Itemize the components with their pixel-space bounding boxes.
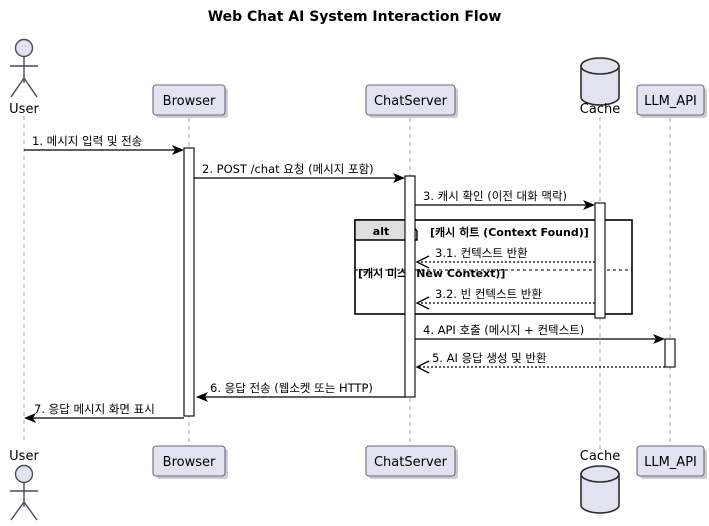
message-7-arrowhead [24,413,36,423]
participant-llm-api-top[interactable]: LLM_API [636,84,707,118]
message-3-2-label: 3.2. 빈 컨텍스트 반환 [435,287,542,301]
alt-fragment-border [354,219,633,315]
activation-browser [183,147,195,417]
message-2: 2. POST /chat 요청 (메시지 포함) [194,162,405,183]
message-1-arrowhead [172,145,184,155]
participant-box-llm-api-top[interactable] [636,84,705,116]
participant-label-user-bottom: User [9,449,39,464]
alt-fragment-operator-label: alt [373,225,389,238]
alt-fragment: alt [캐시 히트 (Context Found)] [캐시 미스 (New … [354,219,633,315]
participant-label-browser-bottom: Browser [163,455,216,470]
participant-box-chatserver-top[interactable] [365,84,456,116]
participant-label-user-top: User [9,102,39,117]
message-3: 3. 캐시 확인 (이전 대화 맥락) [415,189,595,210]
actor-leg-left-icon [10,501,25,521]
participant-label-chatserver-bottom: ChatServer [374,455,448,470]
actor-leg-left-icon [10,77,25,98]
alt-fragment-tab [354,219,418,241]
participant-cache-top[interactable]: Cache [580,57,620,117]
message-7-label: 7. 응답 메시지 화면 표시 [34,402,155,416]
participant-browser-top[interactable]: Browser [152,84,228,118]
message-3-2: 3.2. 빈 컨텍스트 반환 [415,287,595,310]
participant-cache-bottom[interactable]: Cache [580,449,620,514]
actor-leg-right-icon [23,77,38,98]
participant-label-browser-top: Browser [163,94,216,109]
message-4-arrowhead [653,334,665,344]
activation-llm-api [664,338,676,368]
activation-bars-group [183,147,676,417]
participant-label-cache-bottom: Cache [580,449,620,464]
activation-cache [594,202,606,319]
message-3-1-arrowhead [415,255,430,269]
message-2-label: 2. POST /chat 요청 (메시지 포함) [202,162,374,176]
database-cylinder-icon [580,65,620,106]
alt-guard-1: [캐시 히트 (Context Found)] [430,225,589,239]
participant-box-chatserver-bottom[interactable] [365,445,456,477]
participant-chatserver-top[interactable]: ChatServer [365,84,458,118]
message-4-label: 4. API 호출 (메시지 + 컨텍스트) [423,323,584,337]
message-6-arrowhead [196,392,208,402]
database-top-ellipse-icon [580,465,620,483]
participant-browser-bottom[interactable]: Browser [152,445,228,479]
message-6-label: 6. 응답 전송 (웹소켓 또는 HTTP) [210,381,373,395]
message-7: 7. 응답 메시지 화면 표시 [24,402,184,423]
participant-label-llm-api-bottom: LLM_API [644,455,697,470]
message-6: 6. 응답 전송 (웹소켓 또는 HTTP) [196,381,405,402]
database-top-ellipse-icon [580,57,620,75]
diagram-title: Web Chat AI System Interaction Flow [208,9,502,25]
message-3-1-label: 3.1. 컨텍스트 반환 [435,246,528,260]
activation-chatserver [404,175,416,398]
message-2-arrowhead [393,173,405,183]
actor-head-icon [14,38,34,58]
message-3-arrowhead [583,200,595,210]
participant-box-browser-bottom[interactable] [152,445,226,477]
message-5: 5. AI 응답 생성 및 반환 [415,351,665,374]
message-3-label: 3. 캐시 확인 (이전 대화 맥락) [423,189,567,203]
participant-box-llm-api-bottom[interactable] [636,445,705,477]
message-3-1: 3.1. 컨텍스트 반환 [415,246,595,269]
message-4: 4. API 호출 (메시지 + 컨텍스트) [415,323,665,344]
message-5-arrowhead [415,360,430,374]
alt-guard-2: [캐시 미스 (New Context)] [358,266,505,280]
message-1: 1. 메시지 입력 및 전송 [24,134,184,155]
actor-head-icon [14,464,34,484]
participant-user-top[interactable]: User [9,38,39,118]
participant-label-llm-api-top: LLM_API [644,94,697,109]
participant-user-bottom[interactable]: User [9,449,39,521]
message-1-label: 1. 메시지 입력 및 전송 [32,134,142,148]
message-5-label: 5. AI 응답 생성 및 반환 [432,351,547,365]
participant-llm-api-bottom[interactable]: LLM_API [636,445,707,479]
message-3-2-arrowhead [415,296,430,310]
participant-chatserver-bottom[interactable]: ChatServer [365,445,458,479]
participant-box-browser-top[interactable] [152,84,226,116]
participant-label-chatserver-top: ChatServer [374,94,448,109]
actor-leg-right-icon [23,501,38,521]
participant-label-cache-top: Cache [580,102,620,117]
database-cylinder-icon [580,473,620,514]
